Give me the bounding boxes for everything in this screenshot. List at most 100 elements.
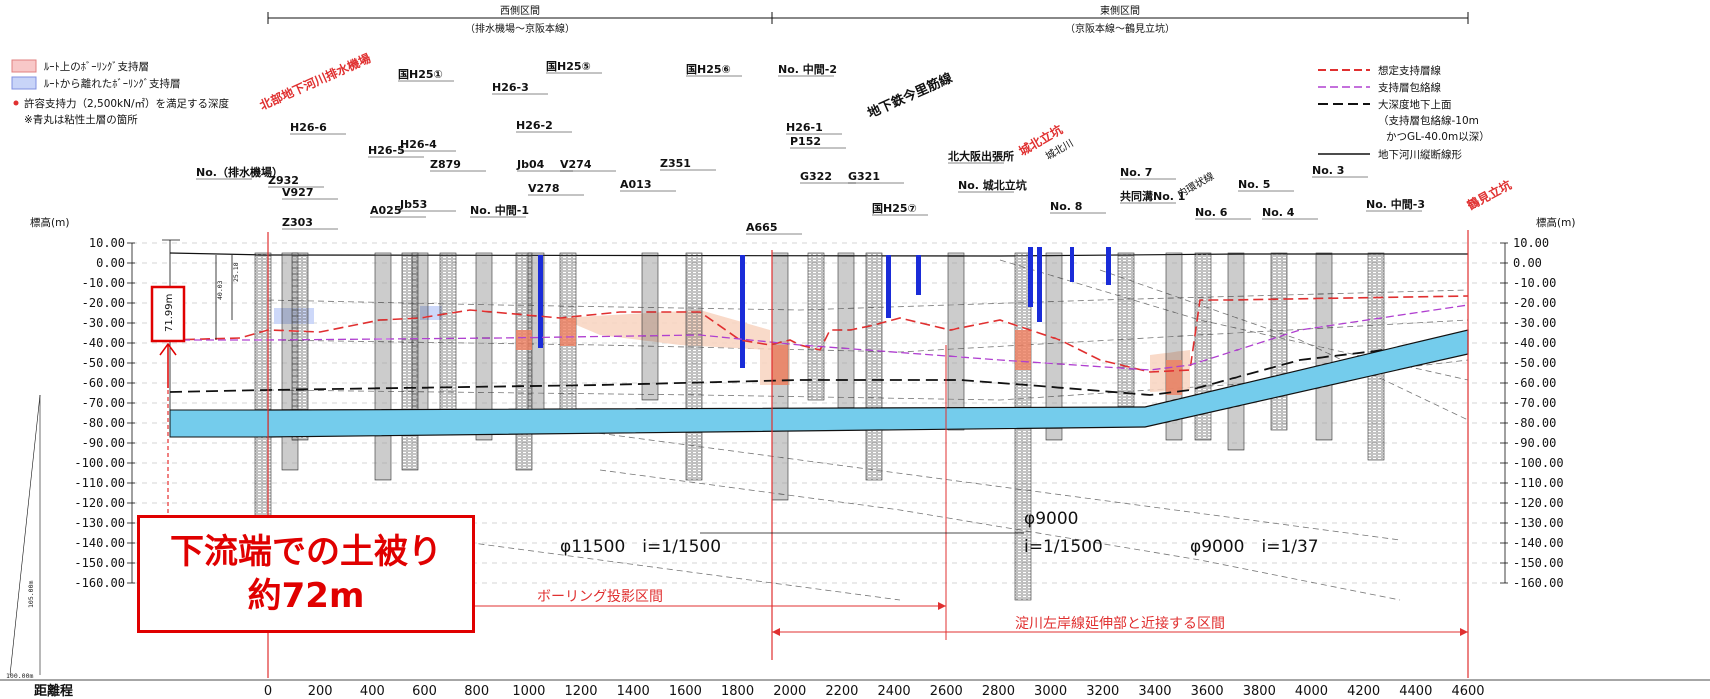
yodogawa-section-label: 淀川左岸線延伸部と近接する区間 — [1015, 615, 1225, 632]
right-elevation-label: -130.00 — [1513, 516, 1564, 530]
left-elevation-label: -70.00 — [82, 396, 125, 410]
borehole-label: 国H25① — [398, 68, 443, 81]
right-elevation-label: -100.00 — [1513, 456, 1564, 470]
callout-line1: 下流端での土被り — [170, 532, 442, 572]
distance-label: 1200 — [564, 684, 597, 699]
borehole-column — [439, 252, 457, 431]
borehole-label: No. 中間-1 — [470, 203, 529, 217]
right-elevation-label: -60.00 — [1513, 376, 1556, 390]
left-small-label-2: 105.00m — [27, 581, 35, 608]
borehole-column — [865, 252, 883, 481]
support-segment — [772, 345, 788, 385]
borehole-label: A025 — [370, 204, 401, 217]
borehole-column — [685, 252, 703, 481]
borehole-label: A665 — [746, 221, 777, 234]
left-elevation-label: -120.00 — [74, 496, 125, 510]
right-elevation-label: -150.00 — [1513, 556, 1564, 570]
borehole-labels: No.（排水機場）Z932V927Z303H26-6A025H26-5H26-4… — [196, 60, 1425, 235]
distance-label: 1600 — [669, 684, 702, 699]
borehole-column — [291, 252, 309, 441]
borehole-label: Jb04 — [516, 158, 545, 171]
borehole-label: No. 中間-3 — [1366, 197, 1425, 211]
west-subtitle: （排水機場～京阪本線） — [465, 22, 575, 35]
overburden-callout: 下流端での土被り 約72m — [137, 515, 475, 633]
distance-label: 400 — [360, 684, 385, 699]
depth-dimension: 40.03 25.18 71.99m — [150, 239, 240, 515]
distance-label: 2600 — [930, 684, 963, 699]
borehole-column — [807, 252, 825, 401]
legend-right-item-4: かつGL-40.0m以深） — [1386, 131, 1490, 143]
borehole-column — [1117, 252, 1135, 421]
distance-label: 4400 — [1399, 684, 1432, 699]
right-elevation-label: -10.00 — [1513, 276, 1556, 290]
depth-small-2: 25.18 — [232, 262, 240, 282]
right-elevation-label: -160.00 — [1513, 576, 1564, 590]
borehole-column — [1045, 252, 1063, 441]
tunnel-west-label: φ11500 i=1/1500 — [560, 537, 721, 557]
borehole-label: 北大阪出張所 — [948, 149, 1014, 163]
borehole-label: Jb53 — [399, 198, 427, 211]
borehole-column — [1270, 252, 1288, 431]
distance-label: 3600 — [1191, 684, 1224, 699]
east-subtitle: （京阪本線～鶴見立坑） — [1065, 22, 1175, 35]
borehole-label: 共同溝No. 1 — [1120, 189, 1185, 203]
legend-left: ﾙｰﾄ上のﾎﾞｰﾘﾝｸﾞ支持層 ﾙｰﾄから離れたﾎﾞｰﾘﾝｸﾞ支持層 許容支持力… — [11, 59, 230, 126]
legend-right-item-0: 想定支持層線 — [1378, 64, 1441, 77]
borehole-label: H26-6 — [290, 121, 327, 134]
west-title: 西側区間 — [500, 4, 540, 17]
distance-label: 1000 — [512, 684, 545, 699]
distance-label: 1800 — [721, 684, 754, 699]
callout-line2: 約72m — [247, 576, 365, 616]
borehole-label: No. 8 — [1050, 200, 1082, 213]
left-elevation-label: -130.00 — [74, 516, 125, 530]
borehole-column — [947, 252, 965, 431]
borehole-label: Z351 — [660, 157, 691, 170]
distance-label: 3400 — [1138, 684, 1171, 699]
legend-pink-label: ﾙｰﾄ上のﾎﾞｰﾘﾝｸﾞ支持層 — [44, 60, 149, 73]
distance-label: 1400 — [617, 684, 650, 699]
legend-right-item-5: 地下河川縦断線形 — [1378, 148, 1462, 161]
blue-depth-markers — [538, 247, 1111, 368]
distance-label: 800 — [464, 684, 489, 699]
right-elevation-label: -80.00 — [1513, 416, 1556, 430]
borehole-column — [475, 252, 493, 441]
section-header-west: 西側区間 （排水機場～京阪本線） — [267, 4, 772, 35]
borehole-label: H26-4 — [400, 138, 437, 151]
borehole-label: V278 — [528, 182, 559, 195]
borehole-label: H26-5 — [368, 144, 405, 157]
borehole-label: V927 — [282, 186, 313, 199]
borehole-label: No. 5 — [1238, 178, 1270, 191]
left-small-scale: 100.00m 105.00m — [6, 394, 41, 680]
north-start-label: 北部地下河川排水機場 — [257, 50, 373, 113]
right-elevation-label: -40.00 — [1513, 336, 1556, 350]
left-elevation-label: -30.00 — [82, 316, 125, 330]
borehole-label: Z932 — [268, 174, 299, 187]
left-elevation-label: -80.00 — [82, 416, 125, 430]
borehole-label: Z879 — [430, 158, 461, 171]
right-elevation-label: -110.00 — [1513, 476, 1564, 490]
right-elevation-label: -30.00 — [1513, 316, 1556, 330]
borehole-column — [411, 252, 429, 421]
legend-right-item-1: 支持層包絡線 — [1378, 81, 1441, 94]
legend-right-item-2: 大深度地下上面 — [1378, 98, 1452, 111]
tunnel-start — [169, 409, 269, 438]
legend-blue-label: ﾙｰﾄから離れたﾎﾞｰﾘﾝｸﾞ支持層 — [44, 77, 181, 90]
borehole-label: H26-2 — [516, 119, 553, 132]
distance-label: 4600 — [1451, 684, 1484, 699]
distance-title: 距離程 — [34, 683, 73, 699]
distance-label: 3800 — [1243, 684, 1276, 699]
distance-label: 2000 — [773, 684, 806, 699]
depth-highlight-box — [150, 285, 186, 343]
right-elevation-label: -90.00 — [1513, 436, 1556, 450]
borehole-label: No. 4 — [1262, 206, 1295, 219]
subway-label: 地下鉄今里筋線 — [865, 70, 956, 122]
assumed-support-line — [169, 295, 1469, 373]
left-small-label: 100.00m — [6, 672, 33, 680]
legend-blue-swatch — [11, 76, 37, 90]
left-elevation-label: -150.00 — [74, 556, 125, 570]
left-elevation-label: -160.00 — [74, 576, 125, 590]
distance-label: 4200 — [1347, 684, 1380, 699]
